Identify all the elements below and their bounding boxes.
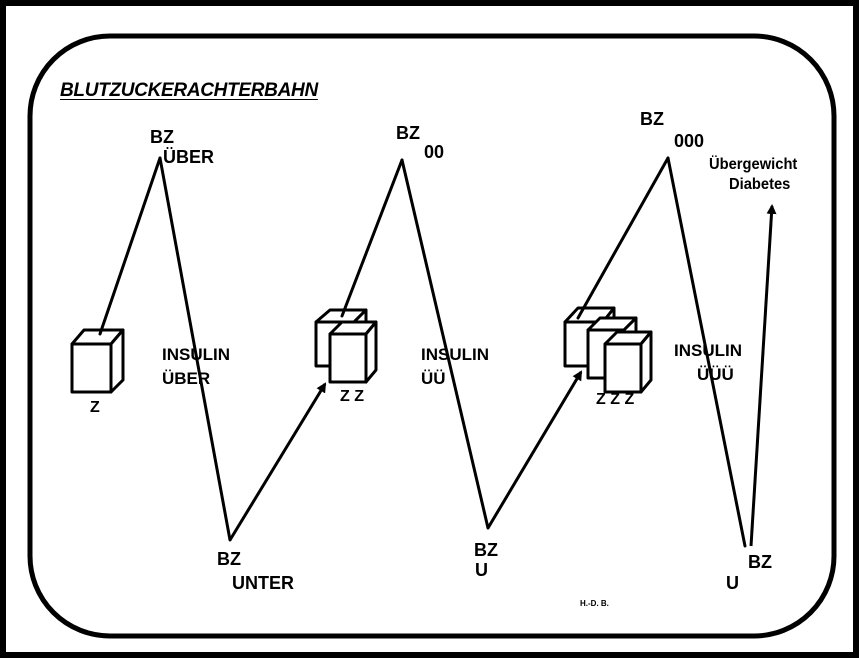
peak-2-bz: BZ [396,123,420,143]
line-down-1 [158,156,232,542]
insulin-3-line1: INSULIN [674,341,742,360]
peak-2-label: 00 [424,142,445,162]
insulin-2-line1: INSULIN [421,345,489,364]
trough-3-label: U [726,573,739,593]
peak-1-label: ÜBER [163,147,215,167]
line-down-3 [666,156,747,548]
outcome-line1: Übergewicht [709,156,798,173]
arrow-3 [749,204,777,547]
peak-3-label: 000 [674,131,705,151]
sugar-cubes-2 [314,308,378,384]
trough-3-bz: BZ [748,552,772,572]
trough-2-bz: BZ [474,540,498,560]
arrow-1 [228,382,327,541]
line-up-3 [576,156,670,320]
trough-1-bz: BZ [217,549,241,569]
peak-1-bz: BZ [150,127,174,147]
peak-3-bz: BZ [640,109,664,129]
trough-2-label: U [475,560,488,580]
rounded-frame [27,33,837,639]
sugar-label-2: Z Z [340,388,364,405]
insulin-2-line2: ÜÜ [421,369,446,388]
diagram-title: BLUTZUCKERACHTERBAHN [60,80,318,101]
sugar-label-3: Z Z Z [596,391,635,408]
rise-arrows [228,204,777,547]
line-down-2 [400,158,490,530]
insulin-1-line1: INSULIN [162,345,230,364]
arrow-2 [486,370,583,529]
insulin-3-line2: ÜÜÜ [697,365,734,384]
sugar-label-1: Z [90,399,100,416]
trough-1-label: UNTER [232,573,294,593]
sugar-cube-1 [70,328,125,394]
rollercoaster-lines [98,156,747,548]
insulin-1-line2: ÜBER [162,369,211,388]
outcome-line2: Diabetes [729,176,791,193]
author-initials: H.-D. B. [580,599,609,608]
line-up-1 [98,156,162,336]
line-up-2 [340,158,404,318]
